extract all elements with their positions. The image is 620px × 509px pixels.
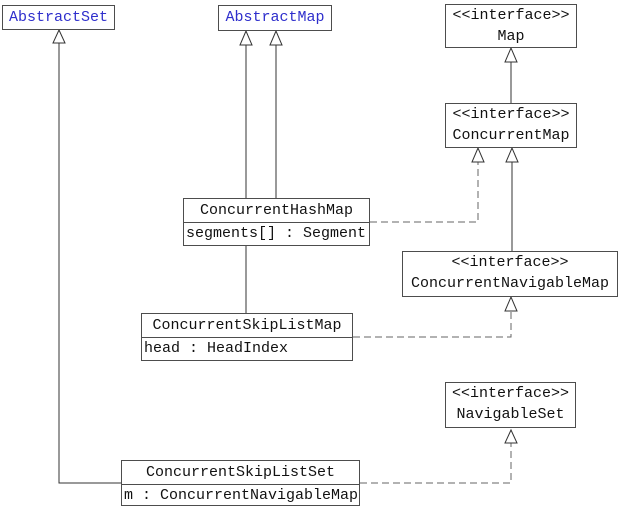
realization-line-skiplistmap-navigablemap	[353, 311, 512, 338]
class-box-concurrentskiplistset: ConcurrentSkipListSet m : ConcurrentNavi…	[121, 460, 360, 506]
stereotype-label: <<interface>>	[452, 106, 570, 123]
class-attribute-label: segments[] : Segment	[184, 222, 369, 245]
class-name-label: ConcurrentSkipListSet	[145, 464, 336, 481]
class-box-abstractset[interactable]: AbstractSet	[2, 5, 115, 30]
stereotype-label: <<interface>>	[452, 7, 570, 24]
interface-box-map: <<interface>> Map	[445, 4, 577, 48]
hollow-triangle-icon	[504, 428, 518, 444]
class-box-concurrentskiplistmap: ConcurrentSkipListMap head : HeadIndex	[141, 313, 353, 361]
class-name-label: ConcurrentMap	[452, 127, 570, 144]
class-box-abstractmap[interactable]: AbstractMap	[218, 5, 332, 31]
interface-box-navigableset: <<interface>> NavigableSet	[445, 382, 576, 428]
generalization-line-skiplistset-abstractset	[58, 43, 121, 484]
hollow-triangle-icon	[504, 46, 518, 63]
class-name-label[interactable]: AbstractMap	[225, 9, 325, 26]
class-name-label: NavigableSet	[456, 406, 565, 423]
stereotype-label: <<interface>>	[451, 254, 569, 271]
class-name-label: ConcurrentNavigableMap	[410, 275, 610, 292]
class-name-label: ConcurrentSkipListMap	[152, 317, 342, 334]
realization-line-hashmap-concurrentmap	[370, 162, 479, 223]
hollow-triangle-icon	[269, 29, 283, 46]
class-name-label: Map	[497, 28, 525, 45]
class-name-label: ConcurrentHashMap	[199, 202, 354, 219]
hollow-triangle-icon	[505, 146, 519, 163]
hollow-triangle-icon	[471, 146, 485, 163]
interface-box-concurrentmap: <<interface>> ConcurrentMap	[445, 103, 577, 148]
class-name-label[interactable]: AbstractSet	[8, 9, 109, 26]
class-box-concurrenthashmap: ConcurrentHashMap segments[] : Segment	[183, 198, 370, 246]
realization-line-skiplistset-navigableset	[360, 443, 512, 484]
stereotype-label: <<interface>>	[451, 385, 570, 402]
hollow-triangle-icon	[239, 29, 253, 46]
hollow-triangle-icon	[52, 28, 66, 44]
class-attribute-label: m : ConcurrentNavigableMap	[122, 484, 359, 507]
class-attribute-label: head : HeadIndex	[142, 337, 352, 360]
hollow-triangle-icon	[504, 295, 518, 312]
interface-box-concurrentnavigablemap: <<interface>> ConcurrentNavigableMap	[402, 251, 618, 297]
